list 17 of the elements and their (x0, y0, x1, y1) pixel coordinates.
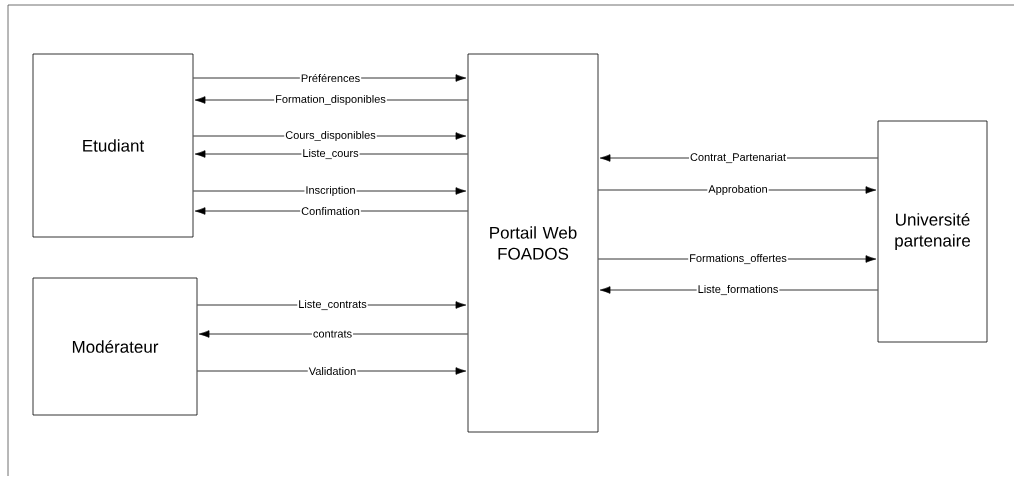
edge-label: contrats (311, 329, 354, 339)
edge-label: Liste_formations (696, 283, 780, 297)
edge-label: Cours_disponibles (284, 129, 377, 143)
entity-box: Etudiant (32, 53, 194, 238)
entity-box: Modérateur (32, 277, 198, 416)
edge-label: Inscription (304, 184, 357, 198)
edge-label: Liste_cours (301, 147, 360, 161)
edge-label: Contrat_Partenariat (689, 151, 787, 165)
edge-label: Préférences (299, 72, 362, 84)
edge-label: Formations_offertes (688, 252, 788, 266)
edge-label: Confimation (300, 205, 361, 217)
edge-label: Liste_contrats (297, 298, 368, 312)
edge-label: Validation (307, 365, 358, 377)
entity-box: Portail Web FOADOS (467, 53, 599, 433)
edge-label: Approbation (707, 183, 769, 197)
entity-box: Université partenaire (877, 120, 988, 343)
edge-label: Formation_disponibles (274, 93, 387, 107)
